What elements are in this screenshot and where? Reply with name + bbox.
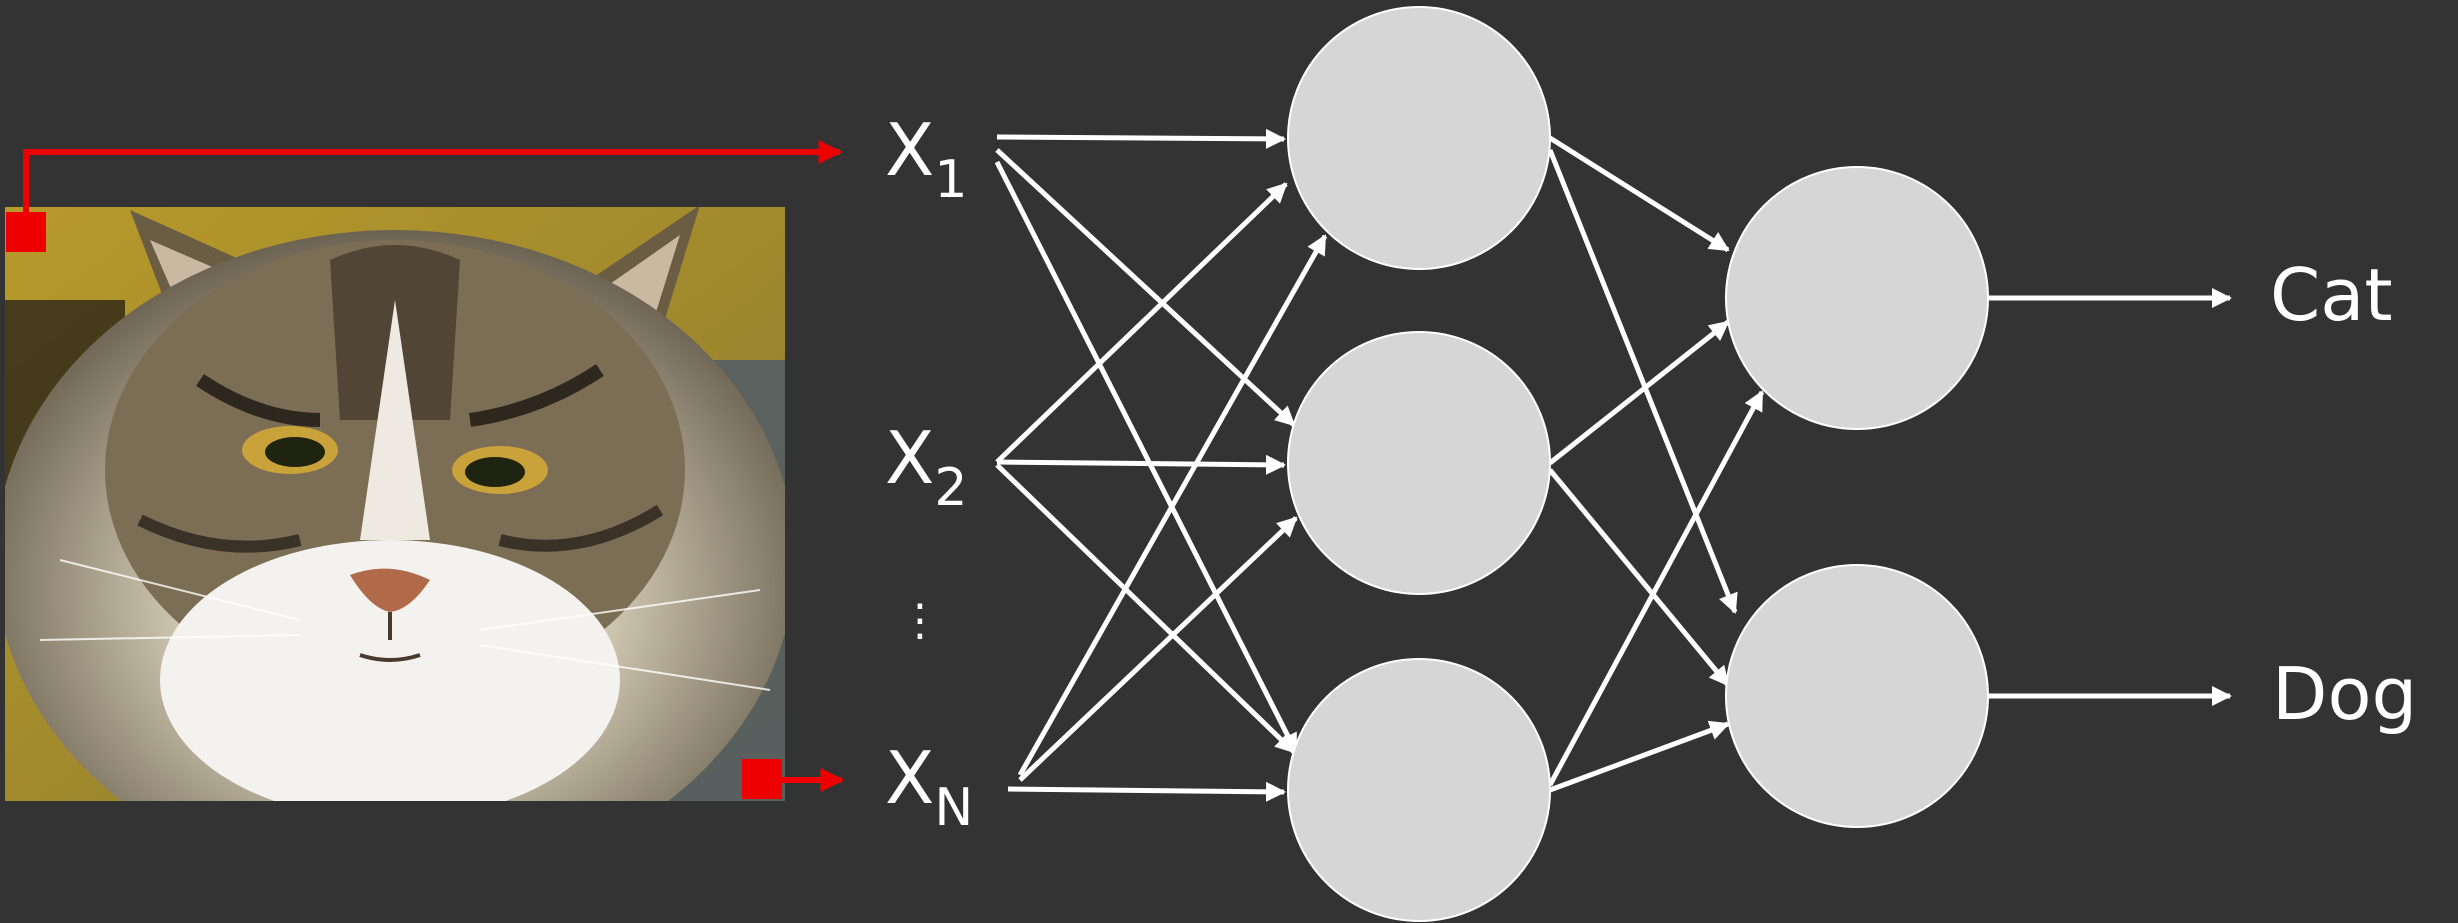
hidden-layer	[1287, 6, 1551, 922]
edge-x1-h1	[996, 128, 1286, 149]
edge-h2-dog	[1548, 468, 1730, 687]
first-pixel-arrow	[23, 140, 843, 222]
edge-h1-dog	[1547, 149, 1738, 614]
edge-h3-dog	[1549, 720, 1730, 793]
input-layer: X1 X2 ⋮ XN	[885, 108, 973, 838]
first-pixel-marker	[6, 212, 46, 252]
edge-h2-cat	[1548, 320, 1730, 465]
edge-x2-h2	[996, 454, 1286, 475]
hidden-neuron-3	[1287, 658, 1551, 922]
edge-xn-h1	[1017, 234, 1328, 777]
hidden-neuron-2	[1287, 331, 1551, 595]
connections	[994, 128, 2232, 802]
output-layer	[1725, 166, 1989, 828]
edge-xn-h2	[1018, 516, 1298, 782]
edge-x1-h2	[995, 148, 1296, 427]
output-label-dog: Dog	[2272, 652, 2417, 736]
hidden-neuron-1	[1287, 6, 1551, 270]
output-label-cat: Cat	[2270, 253, 2393, 337]
edge-x2-h1	[995, 182, 1288, 464]
input-label-2: X2	[885, 416, 967, 518]
pixel-mapping	[6, 140, 845, 799]
last-pixel-marker	[742, 759, 782, 799]
edge-h1-cat	[1548, 135, 1730, 253]
edge-x2-h3	[995, 463, 1296, 754]
output-neuron-cat	[1725, 166, 1989, 430]
edge-xn-h3	[1007, 781, 1286, 802]
edge-x1-h3	[994, 160, 1299, 754]
input-label-1: X1	[885, 108, 967, 210]
cat-photo	[5, 207, 785, 801]
input-label-n: XN	[885, 736, 973, 838]
edge-h3-cat	[1547, 390, 1765, 787]
input-ellipsis: ⋮	[898, 595, 942, 646]
output-neuron-dog	[1725, 564, 1989, 828]
